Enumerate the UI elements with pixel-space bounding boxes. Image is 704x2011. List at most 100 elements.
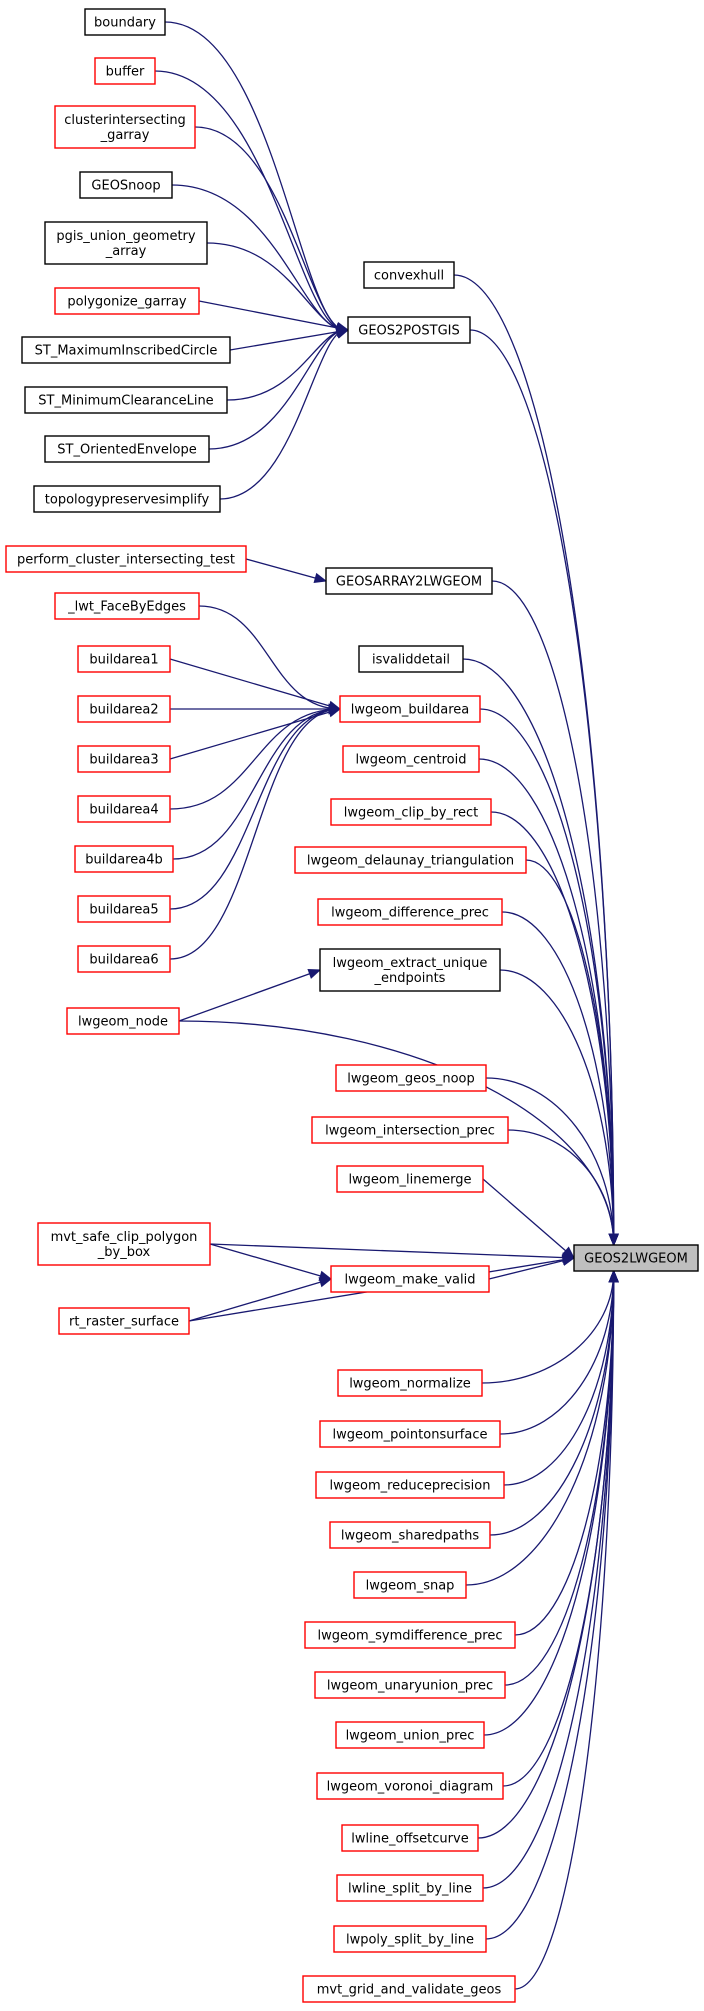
node-lwgeom-linemerge[interactable]: lwgeom_linemerge — [336, 1165, 484, 1193]
node-st-maximuminscribedcircle[interactable]: ST_MaximumInscribedCircle — [21, 336, 231, 364]
edge-lwgeom-intersection-prec-to-geos2lwgeom — [507, 1129, 615, 1246]
node-lwgeom-extract-unique-endpoints-label: lwgeom_extract_unique — [333, 956, 488, 971]
node-lwgeom-normalize-label: lwgeom_normalize — [349, 1377, 471, 1392]
node-lwt-facebyedges[interactable]: _lwt_FaceByEdges — [54, 592, 200, 620]
node-boundary[interactable]: boundary — [84, 8, 166, 36]
node-geos2postgis-label: GEOS2POSTGIS — [358, 324, 459, 339]
node-lwgeom-geos-noop[interactable]: lwgeom_geos_noop — [335, 1064, 487, 1092]
node-lwgeom-extract-unique-endpoints[interactable]: lwgeom_extract_unique_endpoints — [319, 948, 501, 992]
node-lwpoly-split-by-line-label: lwpoly_split_by_line — [346, 1933, 474, 1948]
node-buildarea2[interactable]: buildarea2 — [77, 695, 171, 723]
node-lwgeom-symdifference-prec[interactable]: lwgeom_symdifference_prec — [304, 1621, 516, 1649]
node-buildarea1[interactable]: buildarea1 — [77, 645, 171, 673]
edge-lwgeom-buildarea-to-geos2lwgeom — [479, 708, 615, 1246]
node-buffer-box — [94, 57, 156, 85]
node-topologypreservesimplify-box — [33, 485, 221, 513]
node-lwgeom-node[interactable]: lwgeom_node — [66, 1007, 180, 1035]
node-lwgeom-buildarea-label: lwgeom_buildarea — [351, 703, 470, 718]
node-rt-raster-surface[interactable]: rt_raster_surface — [58, 1307, 190, 1335]
node-lwgeom-union-prec[interactable]: lwgeom_union_prec — [335, 1721, 485, 1749]
node-lwgeom-sharedpaths[interactable]: lwgeom_sharedpaths — [329, 1521, 491, 1549]
node-buildarea4[interactable]: buildarea4 — [77, 795, 171, 823]
edge-clusterintersecting-garray-to-geos2postgis — [194, 126, 349, 331]
node-lwgeom-normalize[interactable]: lwgeom_normalize — [337, 1369, 483, 1397]
node-st-minimumclearanceline-box — [24, 386, 228, 414]
node-lwline-split-by-line-label: lwline_split_by_line — [348, 1882, 472, 1897]
node-lwgeom-geos-noop-label: lwgeom_geos_noop — [347, 1072, 475, 1087]
node-lwgeom-linemerge-label: lwgeom_linemerge — [348, 1173, 471, 1188]
node-geos2lwgeom[interactable]: GEOS2LWGEOM — [573, 1244, 699, 1272]
node-lwgeom-difference-prec-box — [317, 898, 503, 926]
node-pgis-union-geometry-array-box — [44, 221, 208, 265]
node-st-minimumclearanceline[interactable]: ST_MinimumClearanceLine — [24, 386, 228, 414]
node-buildarea5[interactable]: buildarea5 — [77, 895, 171, 923]
node-lwt-facebyedges-label: _lwt_FaceByEdges — [67, 600, 186, 615]
node-lwgeom-centroid-label: lwgeom_centroid — [356, 753, 467, 768]
node-lwt-facebyedges-box — [54, 592, 200, 620]
node-convexhull[interactable]: convexhull — [363, 261, 455, 289]
node-st-orientedenvelope[interactable]: ST_OrientedEnvelope — [44, 435, 210, 463]
node-lwgeom-unaryunion-prec[interactable]: lwgeom_unaryunion_prec — [314, 1671, 506, 1699]
edge-buildarea4-to-lwgeom-buildarea — [169, 708, 341, 810]
edge-rt-raster-surface-to-lwgeom-make-valid-arrowhead — [318, 1277, 333, 1288]
edge-lwgeom-intersection-prec-to-geos2lwgeom-arrowhead — [608, 1233, 619, 1247]
edge-lwpoly-split-by-line-to-geos2lwgeom — [485, 1270, 615, 1940]
node-clusterintersecting-garray-box — [54, 105, 196, 149]
node-pgis-union-geometry-array-label: _array — [105, 244, 147, 259]
node-geossnoop-box — [79, 171, 173, 199]
node-lwgeom-pointonsurface[interactable]: lwgeom_pointonsurface — [319, 1420, 501, 1448]
node-lwpoly-split-by-line[interactable]: lwpoly_split_by_line — [333, 1925, 487, 1953]
edge-rt-raster-surface-to-geos2lwgeom-arrowhead — [561, 1254, 576, 1266]
node-st-minimumclearanceline-label: ST_MinimumClearanceLine — [38, 394, 213, 409]
node-pgis-union-geometry-array[interactable]: pgis_union_geometry_array — [44, 221, 208, 265]
node-clusterintersecting-garray[interactable]: clusterintersecting_garray — [54, 105, 196, 149]
node-geos2postgis[interactable]: GEOS2POSTGIS — [347, 316, 471, 344]
node-mvt-safe-clip-polygon-by-box[interactable]: mvt_safe_clip_polygon_by_box — [37, 1222, 211, 1266]
node-lwgeom-intersection-prec-box — [311, 1116, 509, 1144]
node-geossnoop[interactable]: GEOSnoop — [79, 171, 173, 199]
node-lwgeom-make-valid[interactable]: lwgeom_make_valid — [330, 1265, 490, 1293]
node-geosarray2lwgeom-label: GEOSARRAY2LWGEOM — [336, 575, 482, 590]
node-lwgeom-difference-prec[interactable]: lwgeom_difference_prec — [317, 898, 503, 926]
node-lwgeom-voronoi-diagram[interactable]: lwgeom_voronoi_diagram — [316, 1772, 504, 1800]
node-lwgeom-intersection-prec[interactable]: lwgeom_intersection_prec — [311, 1116, 509, 1144]
node-buildarea4b-label: buildarea4b — [85, 853, 162, 868]
node-polygonize-garray[interactable]: polygonize_garray — [54, 287, 200, 315]
node-boundary-box — [84, 8, 166, 36]
edge-lwgeom-extract-unique-endpoints-to-geos2lwgeom — [499, 969, 615, 1246]
node-st-orientedenvelope-label: ST_OrientedEnvelope — [57, 443, 196, 458]
node-geossnoop-label: GEOSnoop — [91, 179, 160, 194]
node-buildarea4b[interactable]: buildarea4b — [74, 845, 174, 873]
node-lwline-split-by-line[interactable]: lwline_split_by_line — [336, 1874, 484, 1902]
node-buffer[interactable]: buffer — [94, 57, 156, 85]
node-buildarea6-label: buildarea6 — [89, 953, 158, 968]
node-lwgeom-buildarea[interactable]: lwgeom_buildarea — [339, 695, 481, 723]
node-lwgeom-union-prec-box — [335, 1721, 485, 1749]
node-lwgeom-pointonsurface-label: lwgeom_pointonsurface — [332, 1428, 487, 1443]
node-buildarea3[interactable]: buildarea3 — [77, 745, 171, 773]
edge-mvt-safe-clip-polygon-by-box-to-geos2lwgeom — [209, 1243, 575, 1259]
node-lwgeom-reduceprecision[interactable]: lwgeom_reduceprecision — [315, 1471, 505, 1499]
node-lwline-offsetcurve[interactable]: lwline_offsetcurve — [341, 1824, 479, 1852]
node-lwgeom-voronoi-diagram-label: lwgeom_voronoi_diagram — [327, 1780, 494, 1795]
node-mvt-safe-clip-polygon-by-box-box — [37, 1222, 211, 1266]
edge-lwgeom-make-valid-to-geos2lwgeom — [488, 1257, 575, 1280]
node-mvt-grid-and-validate-geos[interactable]: mvt_grid_and_validate_geos — [302, 1975, 516, 2003]
node-lwgeom-unaryunion-prec-label: lwgeom_unaryunion_prec — [327, 1679, 493, 1694]
edge-buildarea6-to-lwgeom-buildarea — [169, 708, 341, 960]
node-topologypreservesimplify[interactable]: topologypreservesimplify — [33, 485, 221, 513]
node-isvaliddetail[interactable]: isvaliddetail — [358, 645, 464, 673]
node-lwgeom-make-valid-label: lwgeom_make_valid — [345, 1273, 476, 1288]
node-lwgeom-clip-by-rect[interactable]: lwgeom_clip_by_rect — [330, 798, 492, 826]
node-perform-cluster-intersecting-test[interactable]: perform_cluster_intersecting_test — [5, 545, 247, 573]
edge-lwt-facebyedges-to-lwgeom-buildarea — [198, 605, 341, 710]
node-lwgeom-sharedpaths-label: lwgeom_sharedpaths — [341, 1529, 479, 1544]
node-lwgeom-reduceprecision-label: lwgeom_reduceprecision — [330, 1479, 491, 1494]
edge-lwgeom-node-to-lwgeom-extract-unique-endpoints-arrowhead — [307, 968, 322, 979]
node-lwgeom-delaunay-triangulation[interactable]: lwgeom_delaunay_triangulation — [294, 846, 527, 874]
node-geosarray2lwgeom[interactable]: GEOSARRAY2LWGEOM — [325, 567, 493, 595]
node-lwgeom-snap[interactable]: lwgeom_snap — [353, 1571, 467, 1599]
node-buildarea6[interactable]: buildarea6 — [77, 945, 171, 973]
edge-topologypreservesimplify-to-geos2postgis-arrowhead — [335, 321, 350, 333]
node-lwgeom-centroid[interactable]: lwgeom_centroid — [342, 745, 480, 773]
